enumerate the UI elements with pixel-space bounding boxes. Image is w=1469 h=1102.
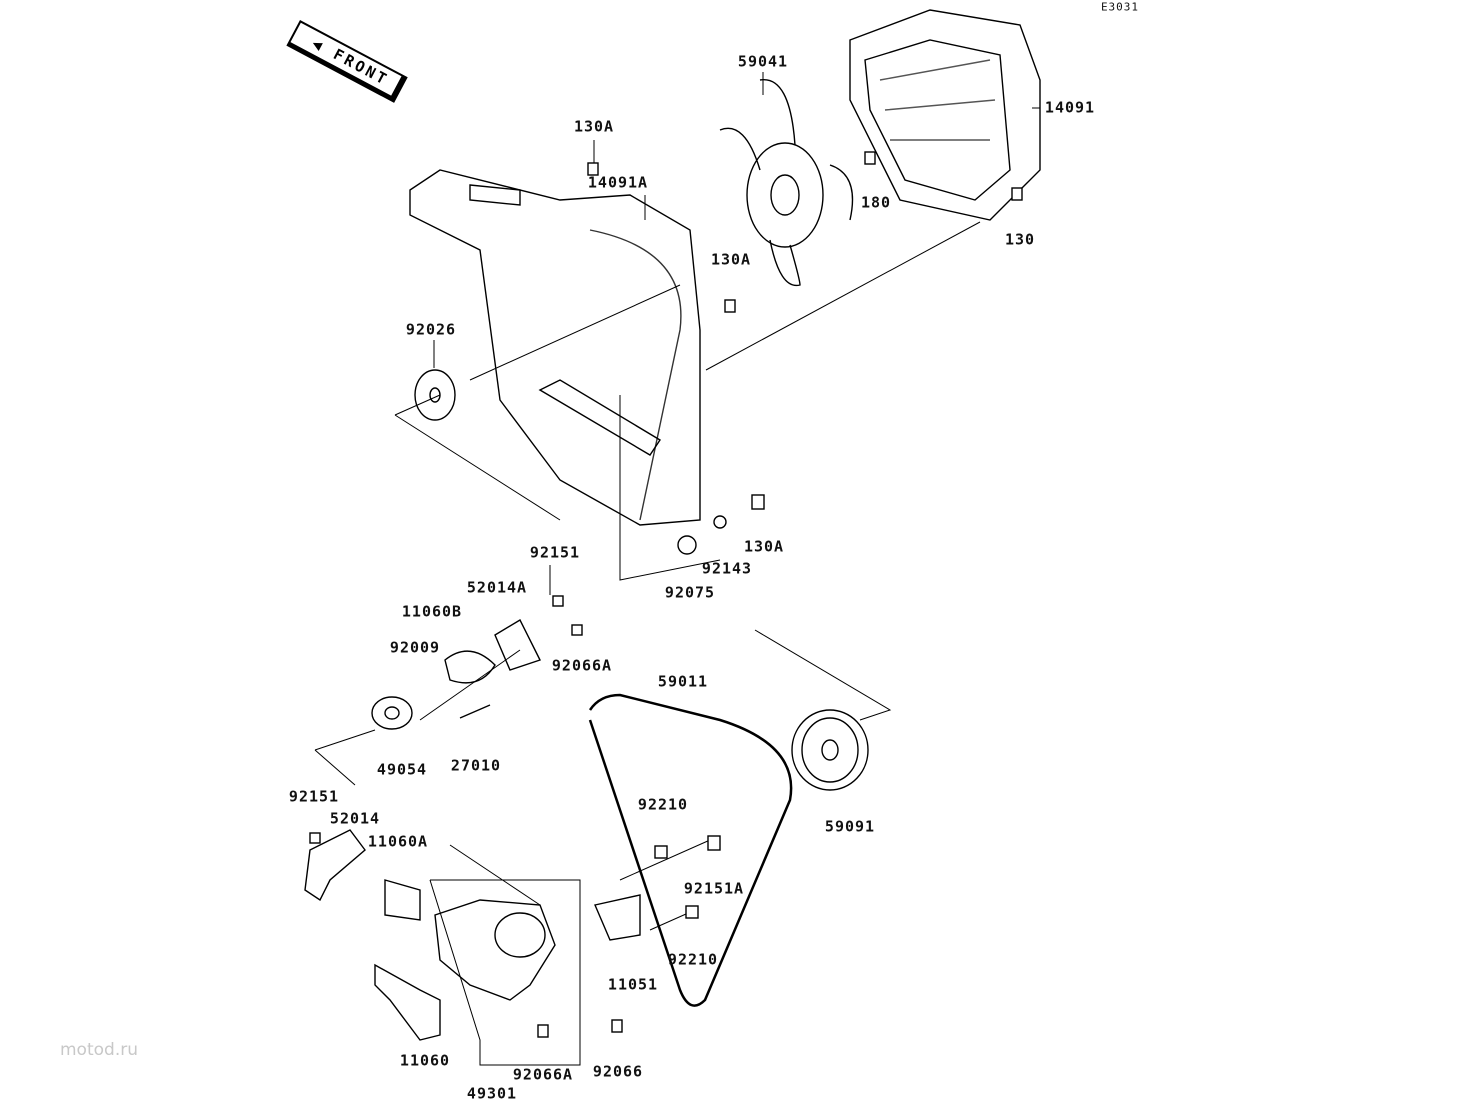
- part-label[interactable]: 52014A: [466, 578, 528, 597]
- part-label[interactable]: 92151: [288, 787, 340, 806]
- belt-cover-14091A: [409, 169, 701, 526]
- part-label[interactable]: 130: [1004, 230, 1036, 249]
- part-label[interactable]: 59011: [657, 672, 709, 691]
- part-label[interactable]: 92026: [405, 320, 457, 339]
- part-label[interactable]: 14091: [1044, 98, 1096, 117]
- part-label[interactable]: 92210: [667, 950, 719, 969]
- part-label[interactable]: 92066A: [551, 656, 613, 675]
- part-label[interactable]: 130A: [573, 117, 615, 136]
- part-label[interactable]: 92210: [637, 795, 689, 814]
- part-label[interactable]: 92151: [529, 543, 581, 562]
- part-label[interactable]: 11051: [607, 975, 659, 994]
- fan-shroud-14091: [849, 9, 1041, 221]
- watermark-text: motod.ru: [60, 1040, 138, 1060]
- part-label[interactable]: 49301: [466, 1084, 518, 1102]
- part-label[interactable]: 92075: [664, 583, 716, 602]
- part-label[interactable]: 11060B: [401, 602, 463, 621]
- front-arrow-icon: ◀: [309, 33, 329, 56]
- part-label[interactable]: 14091A: [587, 173, 649, 192]
- part-label[interactable]: 59091: [824, 817, 876, 836]
- part-label[interactable]: 49054: [376, 760, 428, 779]
- part-label[interactable]: 92066: [592, 1062, 644, 1081]
- diagram-code: E3031: [1100, 0, 1140, 14]
- thermostat-parts: [371, 619, 541, 730]
- pulley-59091: [791, 709, 869, 791]
- part-label[interactable]: 92009: [389, 638, 441, 657]
- part-label[interactable]: 27010: [450, 756, 502, 775]
- part-label[interactable]: 11060: [399, 1051, 451, 1070]
- part-label[interactable]: 92151A: [683, 879, 745, 898]
- v-belt-59011: [588, 693, 793, 1007]
- part-label[interactable]: 52014: [329, 809, 381, 828]
- part-label[interactable]: 130A: [743, 537, 785, 556]
- water-pump: [304, 829, 641, 1041]
- bolts: [309, 151, 1023, 1038]
- part-label[interactable]: 59041: [737, 52, 789, 71]
- part-label[interactable]: 130A: [710, 250, 752, 269]
- fan-59041: [719, 79, 854, 287]
- leader-lines: [314, 72, 1040, 1066]
- part-label[interactable]: 92143: [701, 559, 753, 578]
- part-label[interactable]: 11060A: [367, 832, 429, 851]
- part-label[interactable]: 92066A: [512, 1065, 574, 1084]
- part-label[interactable]: 180: [860, 193, 892, 212]
- spacer-92026: [414, 369, 456, 421]
